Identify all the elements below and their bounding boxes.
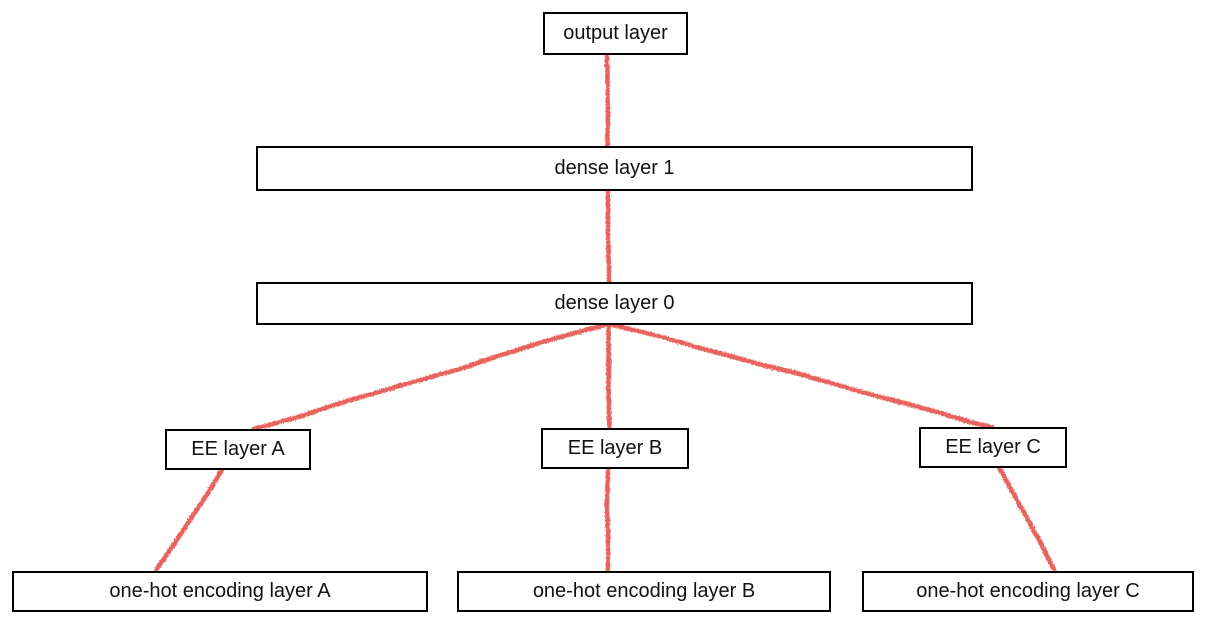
node-output-layer: output layer [543,12,688,55]
node-one-hot-encoding-layer-a: one-hot encoding layer A [12,571,428,612]
node-ee-layer-b: EE layer B [541,428,689,469]
node-dense-layer-1: dense layer 1 [256,146,973,191]
node-label: dense layer 1 [554,157,675,179]
node-one-hot-encoding-layer-c: one-hot encoding layer C [862,571,1194,612]
edge-dense0-ee-c [606,320,996,430]
node-label: EE layer B [567,437,663,459]
node-label: EE layer A [191,438,285,460]
edge-dense0-ee-a [251,320,612,432]
edge-ee-a-onehot-a [153,467,225,573]
node-dense-layer-0: dense layer 0 [256,282,973,325]
node-label: one-hot encoding layer C [916,580,1140,602]
node-one-hot-encoding-layer-b: one-hot encoding layer B [457,571,831,612]
node-label: dense layer 0 [554,292,675,314]
node-label: output layer [563,22,668,44]
node-label: EE layer C [945,436,1041,458]
edge-ee-c-onehot-c [997,465,1057,573]
node-label: one-hot encoding layer B [532,580,756,602]
node-ee-layer-c: EE layer C [919,427,1067,468]
node-label: one-hot encoding layer A [109,580,331,602]
node-ee-layer-a: EE layer A [165,429,311,470]
